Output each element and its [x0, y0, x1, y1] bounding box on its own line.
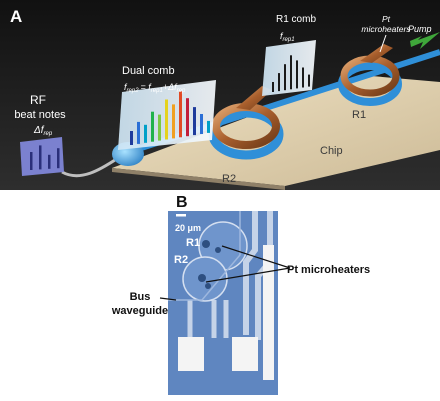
- bond-pad-2: [232, 337, 258, 371]
- output-fiber: [61, 156, 119, 178]
- chip-label: Chip: [320, 145, 343, 157]
- heater-dot-r1-b: [215, 247, 221, 253]
- ring-r2-waveguide: [208, 108, 284, 160]
- heater-dot-r2-b: [205, 283, 211, 289]
- pt-label-line2: microheaters: [361, 24, 411, 34]
- r1-bars-line: [278, 73, 280, 92]
- dual-bars-line: [200, 114, 203, 134]
- heater-trace-r1-a: [243, 211, 258, 335]
- r1-comb-title: R1 comb: [276, 14, 316, 25]
- r1-bars-line: [302, 67, 304, 88]
- r1-bars-line: [290, 55, 292, 90]
- ring-r1-waveguide: [338, 62, 402, 106]
- dual-comb-title: Dual comb: [122, 65, 175, 77]
- pt-microheaters-label: Pt microheaters: [287, 264, 370, 276]
- r1-bars-line: [296, 60, 298, 89]
- scale-bar-label: 20 μm: [175, 223, 201, 233]
- dual-comb-lines: [130, 91, 210, 145]
- dual-bars-line: [193, 107, 196, 136]
- r1-bars-line: [272, 82, 274, 92]
- dual-comb-card: Dual comb frep2= frep1+Δfrep: [118, 65, 216, 150]
- panel-a-label: A: [10, 7, 22, 26]
- panel-a: A Pump Pt microheaters R1 Chip: [0, 0, 440, 190]
- r1-comb-card: R1 comb frep1: [262, 14, 316, 96]
- panel-b: B 20 μm R1 R2 Pt microheaters Bus wavegu…: [111, 194, 370, 395]
- r1-comb-panel: [262, 40, 316, 96]
- r1-bars-line: [284, 64, 286, 91]
- r1-comb-frep: frep1: [280, 31, 295, 43]
- ring-r1: [338, 44, 402, 106]
- bus-arrow: [159, 297, 177, 301]
- pt-arrow-r1: [221, 245, 291, 269]
- dual-bars-line: [130, 131, 133, 145]
- rf-delta-frep: Δfrep: [33, 125, 53, 137]
- ring-r2-micro-label: R2: [174, 254, 188, 266]
- bond-pad-1: [178, 337, 204, 371]
- chip-front-edge: [112, 168, 285, 190]
- rf-bars-line: [57, 148, 60, 169]
- rf-bars-line: [48, 154, 51, 169]
- rf-beat-lines: [30, 145, 60, 170]
- bus-label-line2: waveguide: [111, 305, 168, 317]
- rf-bars-line: [39, 145, 42, 170]
- rf-label-line1: RF: [30, 93, 46, 107]
- ring-r1-micro-label: R1: [186, 237, 200, 249]
- r1-bars-line: [308, 74, 310, 87]
- ring-r1-heater-lead: [360, 44, 393, 63]
- bus-waveguide-micrograph: [168, 211, 241, 301]
- dual-bars-line: [179, 91, 182, 138]
- dual-bars-line: [172, 104, 175, 139]
- electrode-strip: [263, 245, 274, 380]
- r1-comb-lines: [272, 55, 310, 92]
- bus-label-line1: Bus: [130, 291, 151, 303]
- pt-arrow-r2: [205, 267, 291, 283]
- ring-r2-label: R2: [222, 173, 236, 185]
- dual-bars-line: [186, 98, 189, 137]
- ring-r1-label: R1: [352, 109, 366, 121]
- scale-bar: [176, 214, 186, 217]
- dual-bars-line: [137, 121, 140, 144]
- pump-label: Pump: [408, 24, 432, 34]
- heater-dot-r1-a: [202, 240, 210, 248]
- pt-label-line1: Pt: [382, 14, 391, 24]
- panel-b-label: B: [176, 194, 188, 211]
- pump-arrow: [410, 32, 440, 49]
- heater-dot-r2-a: [198, 274, 206, 282]
- dual-bars-line: [207, 120, 210, 133]
- dual-bars-line: [165, 99, 168, 140]
- rf-beat-notes: RF beat notes Δfrep: [14, 93, 66, 176]
- dual-bars-line: [158, 114, 161, 141]
- pt-label-pointer: [379, 34, 387, 53]
- dual-bars-line: [151, 111, 154, 142]
- dual-comb-equation: frep2= frep1+Δfrep: [124, 82, 186, 94]
- rf-label-line2: beat notes: [14, 109, 66, 121]
- dual-bars-line: [144, 124, 147, 143]
- rf-bars-line: [30, 152, 33, 170]
